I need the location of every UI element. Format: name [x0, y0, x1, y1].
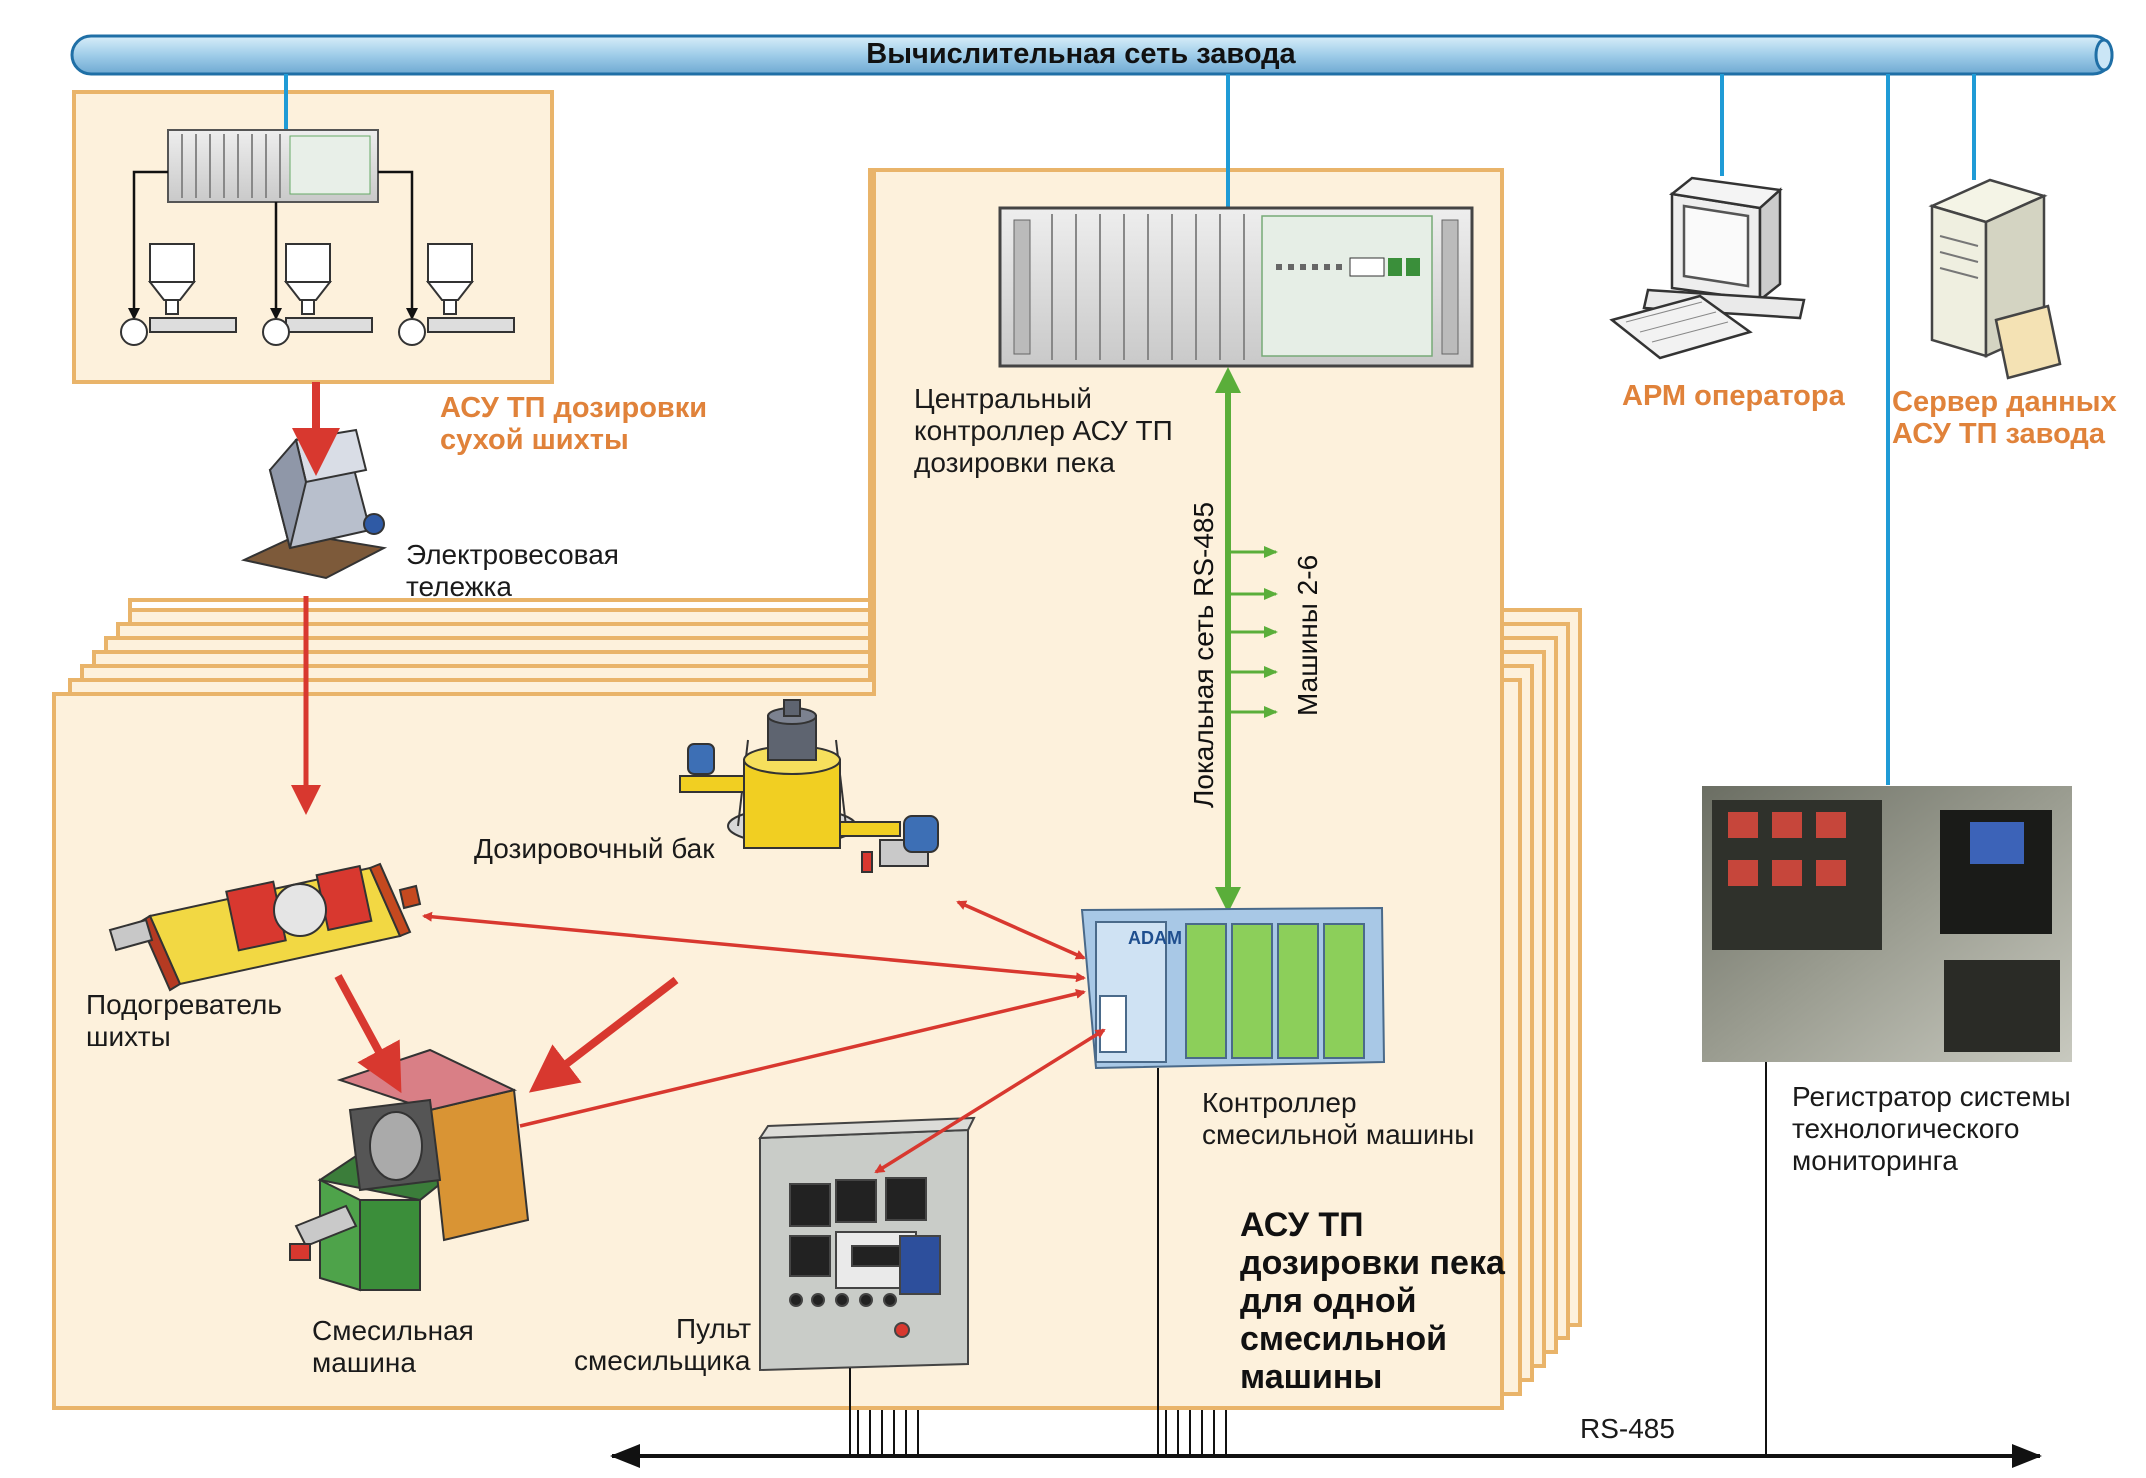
dry-batch-label-1: АСУ ТП дозировки	[440, 392, 708, 424]
panel-label-1: Пульт	[676, 1313, 752, 1344]
local-network-label: Локальная сеть RS-485	[1188, 501, 1219, 808]
rs485-bus	[610, 1062, 2042, 1468]
system-title-2: дозировки пека	[1240, 1244, 1505, 1282]
server-label-2: АСУ ТП завода	[1892, 418, 2105, 450]
server-label-1: Сервер данных	[1892, 386, 2117, 418]
heater-label-1: Подогреватель	[86, 989, 282, 1020]
server-tower	[1928, 178, 2062, 380]
signal-arrows	[422, 900, 1106, 1174]
feeder-units	[120, 243, 515, 346]
dosing-tank-graphic	[679, 699, 939, 873]
mixer-label-1: Смесильная	[312, 1315, 474, 1346]
dry-batch-label-2: сухой шихты	[440, 424, 629, 456]
central-controller-label-1: Центральный	[914, 383, 1092, 414]
heater-graphic	[108, 862, 422, 992]
factory-network-pipe	[70, 34, 2114, 76]
machines-label: Машины 2-6	[1292, 554, 1323, 716]
dosing-tank-label: Дозировочный бак	[474, 833, 715, 864]
system-title-4: смесильной	[1240, 1320, 1448, 1358]
mixer-graphic	[289, 1048, 530, 1292]
panel-label-2: смесильщика	[574, 1345, 751, 1376]
dry-batch-controller-rack	[167, 129, 379, 203]
recorder-label-2: технологического	[1792, 1113, 2020, 1144]
network-title: Вычислительная сеть завода	[866, 38, 1296, 70]
trolley-label-1: Электровесовая	[406, 539, 619, 570]
recorder-photo	[1702, 786, 2072, 1062]
system-title-5: машины	[1240, 1358, 1383, 1396]
central-controller-rack	[998, 206, 1474, 368]
central-controller-label-2: контроллер АСУ ТП	[914, 415, 1173, 446]
central-controller-label-3: дозировки пека	[914, 447, 1115, 478]
trolley-graphic	[240, 428, 388, 580]
local-network-link	[1215, 367, 1278, 913]
mixer-controller-label-1: Контроллер	[1202, 1087, 1357, 1118]
operator-panel-graphic	[758, 1116, 976, 1372]
system-title-1: АСУ ТП	[1240, 1206, 1364, 1244]
rs485-bus-label: RS-485	[1580, 1413, 1675, 1444]
workstation-label: АРМ оператора	[1622, 380, 1845, 412]
heater-label-2: шихты	[86, 1021, 171, 1052]
trolley-label-2: тележка	[406, 571, 512, 602]
recorder-label-3: мониторинга	[1792, 1145, 1958, 1176]
mixer-controller-label-2: смесильной машины	[1202, 1119, 1475, 1150]
network-drops	[284, 74, 1976, 785]
system-title-3: для одной	[1240, 1282, 1417, 1320]
workstation-computer	[1609, 176, 1806, 360]
recorder-label-1: Регистратор системы	[1792, 1081, 2071, 1112]
adam-logo-text: ADAM	[1128, 928, 1182, 948]
adam-controller-graphic: ADAM	[1080, 906, 1386, 1070]
dry-batch-wiring	[128, 170, 418, 320]
mixer-label-2: машина	[312, 1347, 416, 1378]
material-flow-arrows	[291, 382, 679, 1094]
